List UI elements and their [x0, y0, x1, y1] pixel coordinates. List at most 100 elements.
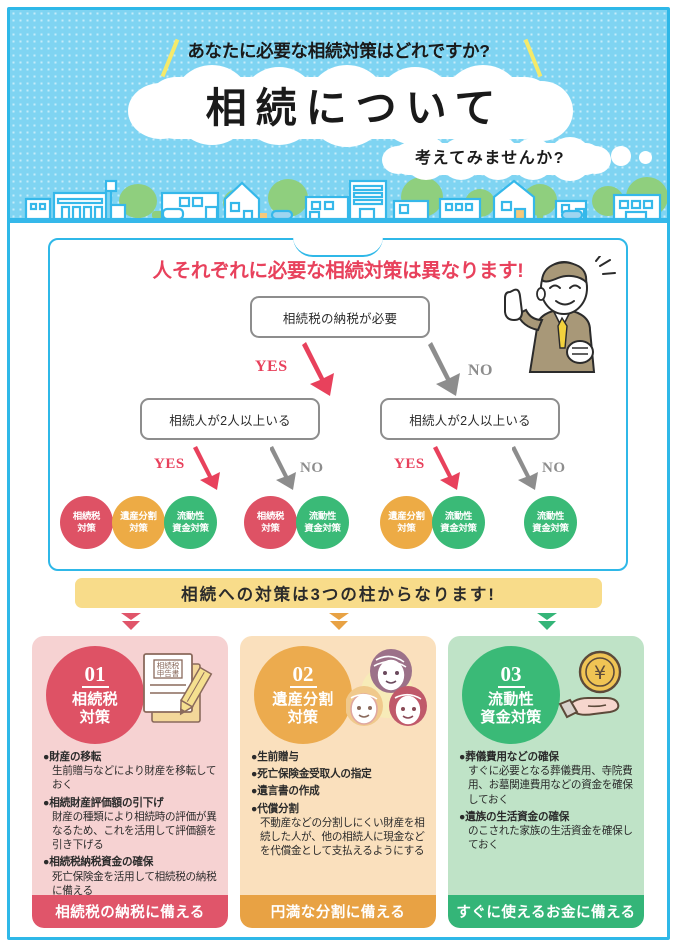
pointing-man-illustration [504, 255, 616, 374]
card-title-line2: 資金対策 [480, 709, 542, 727]
card-footer-label: すぐに使えるお金に備える [448, 895, 644, 928]
measure-circle-inheritance-tax: 相続税 対策 [60, 496, 113, 549]
flow-node-right: 相続人が2人以上いる [380, 398, 560, 440]
speech-tail-dot-small [639, 151, 652, 164]
arrow-yes-left [192, 444, 228, 492]
circle-label-line1: 相続税 [256, 511, 285, 522]
bullet-detail: のこされた家族の生活資金を確保しておく [468, 824, 633, 852]
circle-label-line2: 対策 [397, 522, 416, 533]
card-title-line1: 流動性 [488, 691, 534, 709]
bullet-detail: 不動産などの分割しにくい財産を相続した人が、他の相続人に現金などを代償金として支… [260, 816, 425, 858]
flow-node-root: 相続税の納税が必要 [250, 296, 430, 338]
card-title-line1: 遺産分割 [272, 691, 334, 709]
card-number: 01 [81, 663, 109, 689]
pillar-card-01: 01 相続税 対策 相続税 申告書 [32, 636, 228, 928]
card-number: 03 [497, 663, 525, 689]
label-no-root: NO [468, 362, 493, 379]
bullet-title: ●死亡保険金受取人の指定 [251, 768, 372, 781]
arrow-no-right [512, 444, 548, 492]
page-subtitle: 考えてみませんか? [415, 150, 565, 167]
page-border [7, 7, 670, 940]
label-yes-right: YES [394, 456, 425, 472]
icon-doc-text-2: 申告書 [157, 668, 180, 678]
bullet-title: ●相続税納税資金の確保 [43, 856, 154, 869]
header-tagline: あなたに必要な相続対策はどれですか? [187, 41, 490, 61]
chevron-down-icon [120, 612, 142, 632]
chevron-down-icon [536, 612, 558, 632]
panel-notch [293, 237, 383, 257]
page-title: 相続について [205, 84, 505, 132]
label-no-left: NO [300, 460, 324, 476]
card-badge: 03 流動性 資金対策 [462, 646, 560, 744]
flowchart-panel: 人それぞれに必要な相続対策は異なります! 相続税の納税が必要 相続人が2人以上い… [48, 237, 628, 571]
circle-label-line2: 対策 [261, 522, 280, 533]
circle-label-line1: 流動性 [536, 511, 565, 522]
measure-circle-estate-division: 遺産分割 対策 [112, 496, 165, 549]
label-yes-left: YES [154, 456, 185, 472]
town-skyline-illustration [10, 171, 667, 223]
label-no-right: NO [542, 460, 566, 476]
bullet-detail: 死亡保険金を活用して相続税の納税に備える [52, 870, 217, 897]
card-footer-label: 円満な分割に備える [240, 895, 436, 928]
title-cloud-shape [128, 65, 573, 150]
flow-node-left: 相続人が2人以上いる [140, 398, 320, 440]
hand-with-yen-coin-icon: ¥ [554, 648, 636, 728]
family-faces-icon [345, 648, 428, 728]
bullet-title: ●代償分割 [251, 802, 299, 815]
label-yes-root: YES [255, 358, 288, 375]
circle-label-line2: 資金対策 [532, 522, 569, 533]
circle-label-line1: 遺産分割 [120, 511, 157, 522]
measure-circle-liquidity: 流動性 資金対策 [164, 496, 217, 549]
three-pillars-banner: 相続への対策は3つの柱からなります! [75, 578, 602, 608]
pillar-card-02: 02 遺産分割 対策 [240, 636, 436, 928]
circle-label-line1: 遺産分割 [388, 511, 425, 522]
bullet-title: ●相続財産評価額の引下げ [43, 796, 164, 809]
subtitle-cloud-shape [382, 136, 613, 182]
circle-label-line2: 対策 [77, 522, 96, 533]
arrow-yes-right [432, 444, 468, 492]
measure-circle-liquidity: 流動性 資金対策 [432, 496, 485, 549]
bullet-detail: すぐに必要となる葬儀費用、寺院費用、お墓関連費用などの資金を確保しておく [468, 765, 633, 806]
circle-label-line1: 流動性 [444, 511, 473, 522]
chevron-down-icon [328, 612, 350, 632]
card-badge: 01 相続税 対策 [46, 646, 144, 744]
measure-circle-liquidity: 流動性 資金対策 [524, 496, 577, 549]
bullet-detail: 生前贈与などにより財産を移転しておく [52, 765, 217, 792]
bullet-title: ●葬儀費用などの確保 [459, 751, 559, 763]
card-title-line2: 対策 [287, 709, 319, 727]
bullet-title: ●生前贈与 [251, 751, 299, 763]
bullet-detail: 財産の種類により相続時の評価が異なるため、これを活用して評価額を引き下げる [52, 810, 217, 852]
bullet-title: ●財産の移転 [43, 751, 102, 763]
pillar-card-03: 03 流動性 資金対策 ¥ ●葬儀費用などの確保 すぐに必要となる葬儀費用、寺院… [448, 636, 644, 928]
header-banner: あなたに必要な相続対策はどれですか? 相続について [10, 10, 667, 223]
circle-label-line2: 資金対策 [304, 522, 341, 533]
measure-circle-inheritance-tax: 相続税 対策 [244, 496, 297, 549]
circle-label-line2: 資金対策 [172, 522, 209, 533]
flowchart-heading: 人それぞれに必要な相続対策は異なります! [152, 260, 524, 282]
circle-label-line1: 相続税 [72, 511, 101, 522]
card-badge: 02 遺産分割 対策 [254, 646, 352, 744]
card-bullets: ●財産の移転 生前贈与などにより財産を移転しておく ●相続財産評価額の引下げ 財… [43, 750, 220, 901]
circle-label-line1: 流動性 [308, 511, 337, 522]
measure-circle-estate-division: 遺産分割 対策 [380, 496, 433, 549]
card-bullets: ●生前贈与 ●死亡保険金受取人の指定 ●遺言書の作成 ●代償分割 不動産などの分… [251, 750, 428, 861]
card-footer-label: 相続税の納税に備える [32, 895, 228, 928]
card-bullets: ●葬儀費用などの確保 すぐに必要となる葬儀費用、寺院費用、お墓関連費用などの資金… [459, 750, 636, 855]
circle-label-line1: 流動性 [176, 511, 205, 522]
arrow-no-root [428, 340, 472, 398]
tax-return-document-icon: 相続税 申告書 [138, 648, 220, 728]
circle-label-line2: 対策 [129, 522, 148, 533]
speech-tail-dot-large [611, 146, 631, 166]
card-number: 02 [289, 663, 317, 689]
svg-text:¥: ¥ [594, 662, 606, 684]
measure-circle-liquidity: 流動性 資金対策 [296, 496, 349, 549]
arrow-no-left [270, 444, 306, 492]
card-title-line1: 相続税 [72, 691, 118, 709]
arrow-yes-root [300, 340, 344, 398]
circle-label-line2: 資金対策 [440, 522, 477, 533]
bullet-title: ●遺言書の作成 [251, 785, 320, 798]
icon-doc-text-1: 相続税 [157, 660, 180, 670]
card-title-line2: 対策 [79, 709, 111, 727]
ground-line [10, 218, 667, 223]
